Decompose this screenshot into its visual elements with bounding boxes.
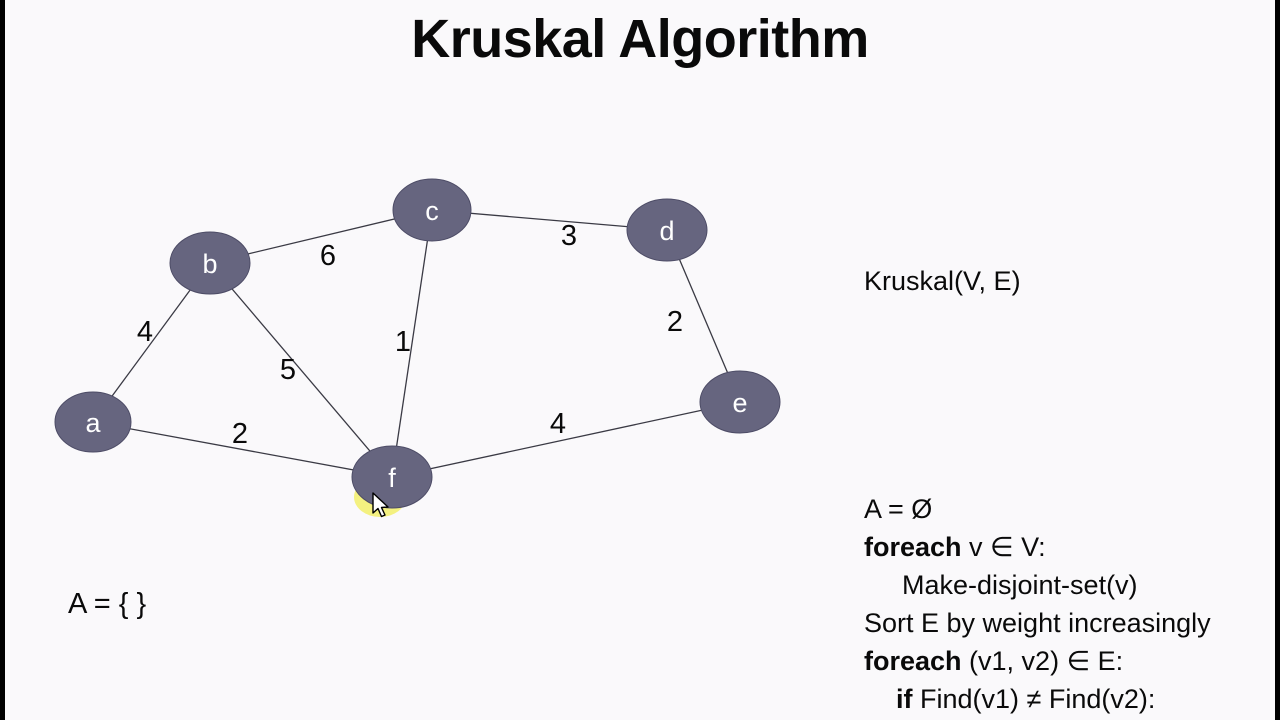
node-shape-e (699, 370, 781, 434)
pseudocode-line-3: Sort E by weight increasingly (864, 608, 1211, 638)
graph-edge-c-f (391, 209, 433, 478)
mouse-pointer-icon (372, 492, 389, 518)
pseudocode-keyword-1: foreach (864, 532, 962, 562)
edge-weight-a-f: 2 (232, 418, 248, 450)
page-title: Kruskal Algorithm (411, 9, 869, 69)
graph-node-a[interactable]: a (54, 391, 132, 453)
edge-weight-b-c: 6 (320, 240, 336, 272)
node-layer: a b c d e f (54, 178, 781, 509)
node-shape-b (169, 231, 251, 295)
edge-weight-a-b: 4 (137, 316, 153, 348)
pseudocode-line-5: if Find(v1) ≠ Find(v2): (896, 684, 1156, 714)
pseudocode-keyword-5: if (896, 684, 913, 714)
node-shape-a (54, 391, 132, 453)
node-shape-f (351, 445, 433, 509)
graph-node-b[interactable]: b (169, 231, 251, 295)
letterbox-bar-left (0, 0, 5, 720)
graph-node-d[interactable]: d (626, 198, 708, 262)
pseudocode-line-1: foreach v ∈ V: (864, 532, 1046, 562)
edge-weight-c-f: 1 (395, 326, 411, 358)
edge-weight-c-d: 3 (561, 220, 577, 252)
result-set-label: A = { } (68, 588, 147, 620)
graph-edge-a-f (92, 421, 393, 478)
node-label-e: e (732, 388, 747, 418)
edge-weight-f-e: 4 (550, 408, 566, 440)
pseudocode-lines: A = Ø foreach v ∈ V: Make-disjoint-set(v) S… (864, 490, 1280, 720)
graph-node-c[interactable]: c (392, 178, 472, 242)
graph-edge-f-e (391, 401, 741, 478)
pseudocode-line-0: A = Ø (864, 494, 933, 524)
graph-node-e[interactable]: e (699, 370, 781, 434)
graph-node-f[interactable]: f (351, 445, 433, 509)
node-label-f: f (388, 463, 396, 493)
node-label-c: c (425, 196, 439, 226)
pseudocode-line-2: Make-disjoint-set(v) (902, 570, 1138, 600)
edge-weight-d-e: 2 (667, 306, 683, 338)
node-label-a: a (85, 408, 101, 438)
edge-weight-b-f: 5 (280, 354, 296, 386)
node-label-b: b (202, 249, 217, 279)
pseudocode-block: Kruskal(V, E) A = Ø foreach v ∈ V: Make-di… (864, 186, 1280, 720)
node-label-d: d (659, 216, 674, 246)
node-shape-d (626, 198, 708, 262)
pseudocode-signature: Kruskal(V, E) (864, 266, 1021, 296)
pseudocode-line-4: foreach (v1, v2) ∈ E: (864, 646, 1124, 676)
letterbox-bar-right (1275, 0, 1280, 720)
pseudocode-keyword-4: foreach (864, 646, 962, 676)
pseudocode-spacer (864, 376, 1280, 414)
node-shape-c (392, 178, 472, 242)
graph-edge-b-f (209, 262, 393, 478)
edge-weight-layer: 4 6 5 3 1 2 2 4 (137, 220, 683, 450)
